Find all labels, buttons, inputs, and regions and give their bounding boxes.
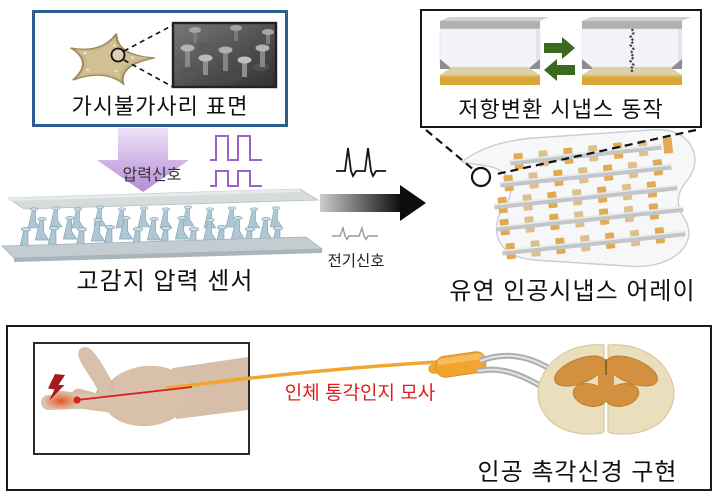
callout-line-bottom bbox=[123, 59, 174, 88]
pulse-waveform-icon bbox=[210, 135, 262, 187]
starfish-panel: 가시불가사리 표면 bbox=[32, 10, 288, 127]
thumb bbox=[78, 347, 114, 396]
signal-arrow-icon bbox=[320, 185, 426, 221]
filament-icon bbox=[629, 28, 635, 74]
sensor-bottom-plate-edge bbox=[14, 249, 322, 262]
synapse-array-illustration bbox=[460, 128, 696, 268]
hand-illustration bbox=[41, 347, 248, 427]
hand-inset-panel bbox=[33, 342, 250, 455]
pain-annotation: 인체 통각인지 모사 bbox=[284, 383, 436, 404]
spinal-cord-section bbox=[537, 344, 675, 435]
synapse-panel: 저항변환 시냅스 동작 bbox=[420, 9, 702, 128]
electric-signal-label: 전기신호 bbox=[327, 253, 385, 270]
sensor-top-plate-highlight bbox=[8, 189, 300, 201]
signal-transfer-group bbox=[320, 147, 426, 241]
pressure-signal-label: 압력신호 bbox=[122, 167, 182, 184]
magnifier-circle-icon bbox=[110, 47, 126, 63]
memristor-cell-off bbox=[439, 17, 549, 85]
pressure-sensor-illustration bbox=[1, 188, 324, 262]
starfish-icon bbox=[69, 33, 155, 86]
spinal-cord-illustration bbox=[428, 344, 675, 435]
array-label: 유연 인공시냅스 어레이 bbox=[449, 278, 696, 305]
spike-waveform-black-icon bbox=[336, 147, 386, 179]
spike-waveform-gray-icon bbox=[332, 225, 378, 241]
lightning-bolt-icon bbox=[48, 374, 65, 401]
pressure-arrow-icon bbox=[97, 128, 189, 192]
starfish-caption: 가시불가사리 표면 bbox=[71, 94, 249, 119]
gray-matter-butterfly bbox=[554, 355, 658, 407]
sensor-label: 고감지 압력 센서 bbox=[76, 268, 254, 295]
sore-fingertip bbox=[44, 392, 78, 410]
starfish-illustration bbox=[69, 21, 278, 89]
nerve-connector bbox=[428, 351, 487, 378]
toggle-arrows-icon bbox=[544, 37, 575, 81]
sem-inset-image bbox=[171, 21, 278, 89]
synapse-cells-illustration bbox=[439, 17, 691, 85]
memristor-cell-on bbox=[581, 17, 691, 85]
callout-line-top bbox=[123, 24, 174, 52]
synapse-caption: 저항변환 시냅스 동작 bbox=[458, 97, 664, 122]
nerve-label: 인공 촉각신경 구현 bbox=[477, 459, 678, 486]
